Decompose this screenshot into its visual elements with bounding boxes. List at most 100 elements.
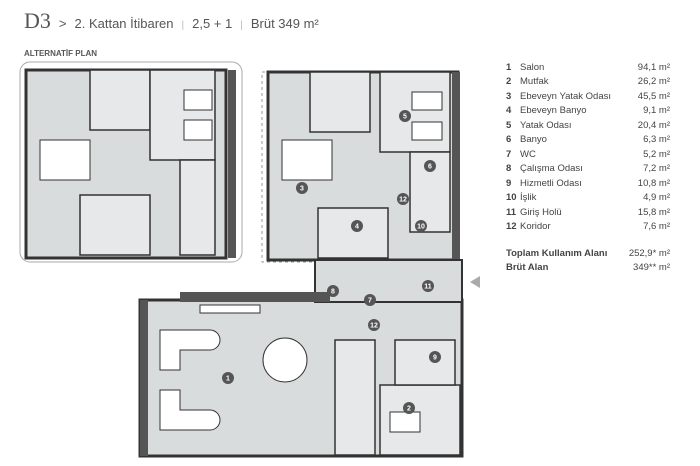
room-marker-1: 1 [222,372,234,384]
gross-area: Brüt 349 m² [250,16,319,31]
room-marker-10: 10 [415,220,427,232]
legend-row: 6 Banyo 6,3 m² [506,133,670,148]
marker-circle [351,220,363,232]
unit-code: D3 [24,8,51,33]
marker-label: 3 [300,186,304,193]
total-area: 252,9* m² [628,247,670,259]
marker-circle [403,402,415,414]
room-marker-3: 3 [296,182,308,194]
arrow: > [58,16,67,31]
separator: | [240,20,243,31]
floor-info: 2. Kattan İtibaren [74,16,174,31]
marker-label: 12 [370,323,378,330]
room-area: 20,4 m² [637,119,670,131]
alternative-plan-label: ALTERNATİF PLAN [24,49,98,58]
room-marker-12: 12 [368,319,380,331]
room-area: 4,9 m² [643,192,670,204]
total-row: Toplam Kullanım Alanı 252,9* m² [506,246,670,261]
room-marker-11: 11 [422,280,434,292]
room-number: 1 [506,61,512,73]
room-name: Salon [520,61,545,73]
total-row: Brüt Alan 349** m² [506,261,670,276]
legend-row: 4 Ebeveyn Banyo 9,1 m² [506,104,670,119]
room-number: 2 [506,76,512,88]
marker-label: 7 [368,298,372,305]
room-name: Çalışma Odası [520,163,583,175]
room-number: 11 [506,206,517,218]
room-area: 15,8 m² [637,206,670,218]
room-name: WC [520,148,536,160]
room-name: Koridor [520,221,551,233]
marker-label: 4 [355,224,359,231]
marker-label: 2 [407,406,411,413]
room-marker-5: 5 [399,110,411,122]
marker-circle [397,193,409,205]
room-area: 9,1 m² [643,105,670,117]
alt-plan-frame [19,61,243,263]
marker-circle [368,319,380,331]
marker-label: 8 [331,289,335,296]
room-name: Yatak Odası [520,119,572,131]
marker-label: 11 [424,284,432,291]
marker-circle [424,160,436,172]
room-marker-6: 6 [424,160,436,172]
room-number: 9 [506,177,512,189]
room-marker-7: 7 [364,294,376,306]
separator: | [181,20,185,31]
room-area: 10,8 m² [637,177,670,189]
room-number: 5 [506,119,512,131]
total-name: Toplam Kullanım Alanı [506,247,608,259]
marker-label: 9 [433,355,437,362]
marker-label: 5 [403,114,407,121]
room-area: 5,2 m² [643,148,670,160]
room-name: Giriş Holü [520,206,562,218]
room-number: 8 [506,163,512,175]
marker-circle [429,351,441,363]
room-name: Ebeveyn Banyo [520,105,587,117]
room-area: 45,5 m² [637,90,670,102]
room-name: Ebeveyn Yatak Odası [520,90,612,102]
legend-row: 1 Salon 94,1 m² [506,60,670,75]
marker-circle [364,294,376,306]
marker-circle [222,372,234,384]
room-number: 3 [506,90,512,102]
room-number: 7 [506,148,512,160]
marker-circle [422,280,434,292]
total-area: 349** m² [633,262,670,274]
room-area: 7,6 m² [643,221,670,233]
page-header: D3 > 2. Kattan İtibaren | 2,5 + 1 | Brüt… [24,8,319,34]
marker-label: 10 [417,224,425,231]
room-number: 4 [506,105,512,117]
room-marker-8: 8 [327,285,339,297]
marker-circle [296,182,308,194]
marker-circle [415,220,427,232]
room-name: İşlik [520,192,537,204]
marker-circle [399,110,411,122]
marker-circle [327,285,339,297]
marker-label: 12 [399,197,407,204]
legend-row: 3 Ebeveyn Yatak Odası 45,5 m² [506,89,670,104]
marker-label: 6 [428,164,432,171]
room-area: 94,1 m² [637,61,670,73]
room-marker-4: 4 [351,220,363,232]
total-name: Brüt Alan [506,262,549,274]
room-number: 6 [506,134,512,146]
room-area: 7,2 m² [643,163,670,175]
main-plan [138,70,480,458]
room-name: Banyo [520,134,547,146]
room-area: 6,3 m² [643,134,670,146]
alt-plan [24,68,236,260]
marker-label: 1 [226,376,230,383]
room-number: 12 [506,221,517,233]
legend-row: 8 Çalışma Odası 7,2 m² [506,162,670,177]
room-marker-2: 2 [403,402,415,414]
room-name: Mutfak [520,76,549,88]
